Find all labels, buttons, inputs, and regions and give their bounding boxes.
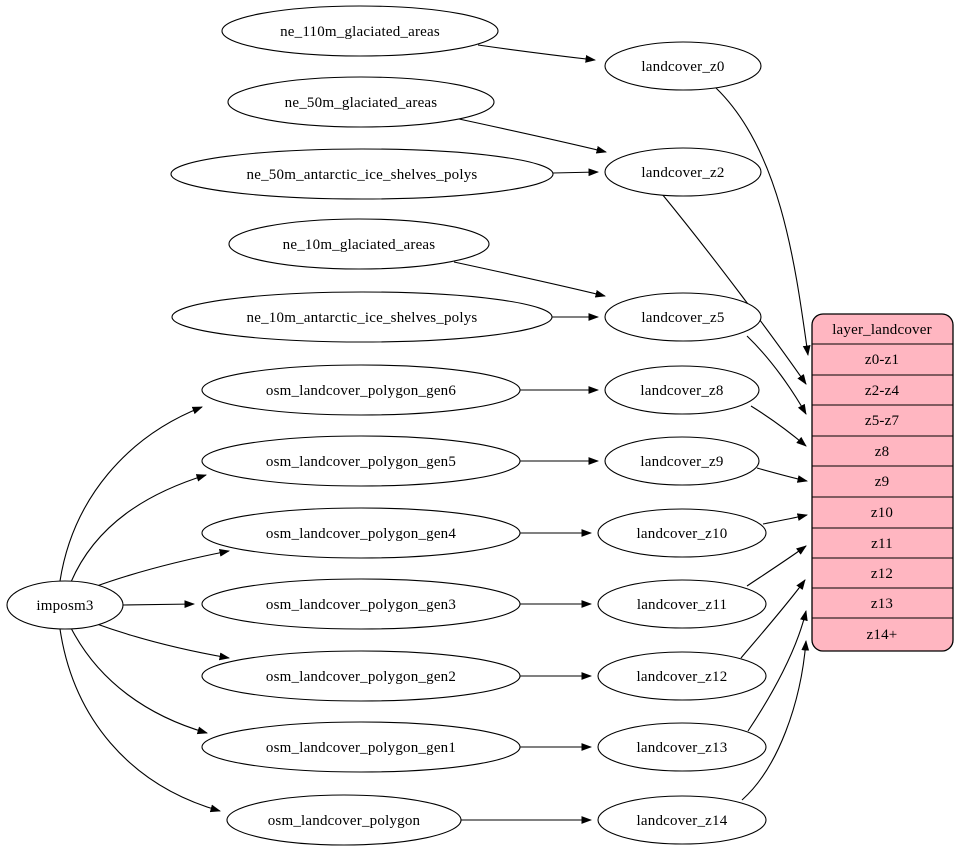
node-osm_landcover_polygon: osm_landcover_polygon (226, 794, 462, 846)
edge-landcover_z9-row-z9 (756, 467, 808, 483)
edge-landcover_z11-row-z11 (746, 545, 807, 587)
edges-layer (59, 44, 811, 824)
node-osm_landcover_polygon_gen1: osm_landcover_polygon_gen1 (201, 721, 521, 773)
edge-ne_10m_glaciated_areas-landcover_z5 (453, 261, 606, 298)
edge-landcover_z13-row-z13 (747, 610, 808, 732)
edge-imposm3-osm_landcover_polygon_gen1 (70, 627, 208, 735)
edge-imposm3-osm_landcover_polygon_gen5 (70, 474, 207, 583)
edge-landcover_z0-row-z0-z1 (715, 87, 811, 356)
node-ne_50m_glaciated_areas: ne_50m_glaciated_areas (227, 76, 495, 128)
node-osm_landcover_polygon_gen5: osm_landcover_polygon_gen5 (201, 435, 521, 487)
node-landcover_z14: landcover_z14 (597, 795, 767, 845)
layer_landcover-row-z11: z11 (871, 536, 893, 552)
layer_landcover-row-z9: z9 (875, 474, 890, 490)
node-landcover_z12-label: landcover_z12 (637, 669, 728, 685)
layer_landcover-row-z2-z4: z2-z4 (865, 383, 900, 399)
node-osm_landcover_polygon_gen1-label: osm_landcover_polygon_gen1 (266, 740, 456, 756)
layer_landcover-table-title: layer_landcover (832, 322, 932, 338)
node-ne_10m_glaciated_areas: ne_10m_glaciated_areas (228, 218, 490, 270)
node-osm_landcover_polygon-label: osm_landcover_polygon (268, 813, 421, 829)
node-osm_landcover_polygon_gen2-label: osm_landcover_polygon_gen2 (266, 669, 456, 685)
node-landcover_z10-label: landcover_z10 (637, 526, 728, 542)
node-landcover_z9-label: landcover_z9 (640, 454, 723, 470)
edge-ne_50m_glaciated_areas-landcover_z2 (458, 118, 607, 154)
node-landcover_z5-label: landcover_z5 (641, 310, 724, 326)
node-imposm3-label: imposm3 (36, 598, 93, 614)
edge-imposm3-osm_landcover_polygon_gen3 (122, 600, 195, 609)
node-osm_landcover_polygon_gen2: osm_landcover_polygon_gen2 (201, 650, 521, 702)
node-landcover_z13: landcover_z13 (597, 722, 767, 772)
node-ne_50m_glaciated_areas-label: ne_50m_glaciated_areas (285, 95, 438, 111)
node-landcover_z8-label: landcover_z8 (640, 383, 723, 399)
node-ne_10m_antarctic_ice_shelves_polys-label: ne_10m_antarctic_ice_shelves_polys (247, 310, 478, 326)
layer_landcover-row-z13: z13 (871, 596, 893, 612)
node-osm_landcover_polygon_gen4-label: osm_landcover_polygon_gen4 (266, 526, 456, 542)
node-osm_landcover_polygon_gen3-label: osm_landcover_polygon_gen3 (266, 597, 456, 613)
layer_landcover-table-background (811, 313, 954, 652)
node-landcover_z2-label: landcover_z2 (641, 165, 724, 181)
node-landcover_z8: landcover_z8 (604, 365, 760, 415)
node-imposm3: imposm3 (6, 580, 124, 630)
layer_landcover-row-z14plus: z14+ (867, 627, 898, 643)
node-osm_landcover_polygon_gen4: osm_landcover_polygon_gen4 (201, 507, 521, 559)
node-osm_landcover_polygon_gen6: osm_landcover_polygon_gen6 (201, 364, 521, 416)
node-landcover_z12: landcover_z12 (597, 651, 767, 701)
layer_landcover-row-z12: z12 (871, 566, 893, 582)
node-landcover_z2: landcover_z2 (604, 147, 762, 197)
node-ne_10m_antarctic_ice_shelves_polys: ne_10m_antarctic_ice_shelves_polys (171, 291, 553, 343)
node-ne_10m_glaciated_areas-label: ne_10m_glaciated_areas (283, 237, 436, 253)
edge-imposm3-osm_landcover_polygon_gen2 (93, 622, 230, 661)
layer_landcover-row-z10: z10 (871, 505, 893, 521)
node-landcover_z10: landcover_z10 (597, 508, 767, 558)
edge-landcover_z14-row-z14plus (741, 640, 810, 801)
node-landcover_z11-label: landcover_z11 (637, 597, 727, 613)
node-landcover_z13-label: landcover_z13 (637, 740, 728, 756)
edge-ne_50m_antarctic_ice_shelves_polys-landcover_z2 (552, 168, 599, 177)
node-osm_landcover_polygon_gen5-label: osm_landcover_polygon_gen5 (266, 454, 456, 470)
edge-landcover_z10-row-z10 (762, 513, 808, 525)
layer_landcover-row-z8: z8 (875, 444, 890, 460)
node-landcover_z5: landcover_z5 (604, 292, 762, 342)
node-layer_landcover-table: layer_landcover z0-z1 z2-z4 z5-z7 z8 z9 … (811, 313, 954, 652)
node-ne_110m_glaciated_areas: ne_110m_glaciated_areas (221, 5, 499, 57)
edge-imposm3-osm_landcover_polygon (59, 628, 221, 813)
edge-ne_110m_glaciated_areas-landcover_z0 (477, 44, 596, 63)
node-ne_50m_antarctic_ice_shelves_polys-label: ne_50m_antarctic_ice_shelves_polys (247, 167, 478, 183)
edge-landcover_z5-row-z5-z7 (746, 335, 807, 415)
node-landcover_z9: landcover_z9 (604, 436, 760, 486)
node-osm_landcover_polygon_gen3: osm_landcover_polygon_gen3 (201, 578, 521, 630)
node-landcover_z0: landcover_z0 (604, 41, 762, 91)
edge-imposm3-osm_landcover_polygon_gen4 (93, 548, 230, 588)
layer_landcover-row-z0-z1: z0-z1 (865, 352, 899, 368)
node-landcover_z0-label: landcover_z0 (641, 59, 724, 75)
node-ne_50m_antarctic_ice_shelves_polys: ne_50m_antarctic_ice_shelves_polys (170, 148, 554, 200)
node-osm_landcover_polygon_gen6-label: osm_landcover_polygon_gen6 (266, 383, 456, 399)
node-ne_110m_glaciated_areas-label: ne_110m_glaciated_areas (280, 24, 440, 40)
node-landcover_z14-label: landcover_z14 (637, 813, 728, 829)
edge-landcover_z8-row-z8 (750, 405, 807, 447)
layer_landcover-row-z5-z7: z5-z7 (865, 413, 900, 429)
node-landcover_z11: landcover_z11 (597, 579, 767, 629)
edge-imposm3-osm_landcover_polygon_gen6 (59, 406, 203, 582)
edge-landcover_z2-row-z2-z4 (661, 193, 807, 385)
edge-landcover_z12-row-z12 (740, 579, 806, 659)
